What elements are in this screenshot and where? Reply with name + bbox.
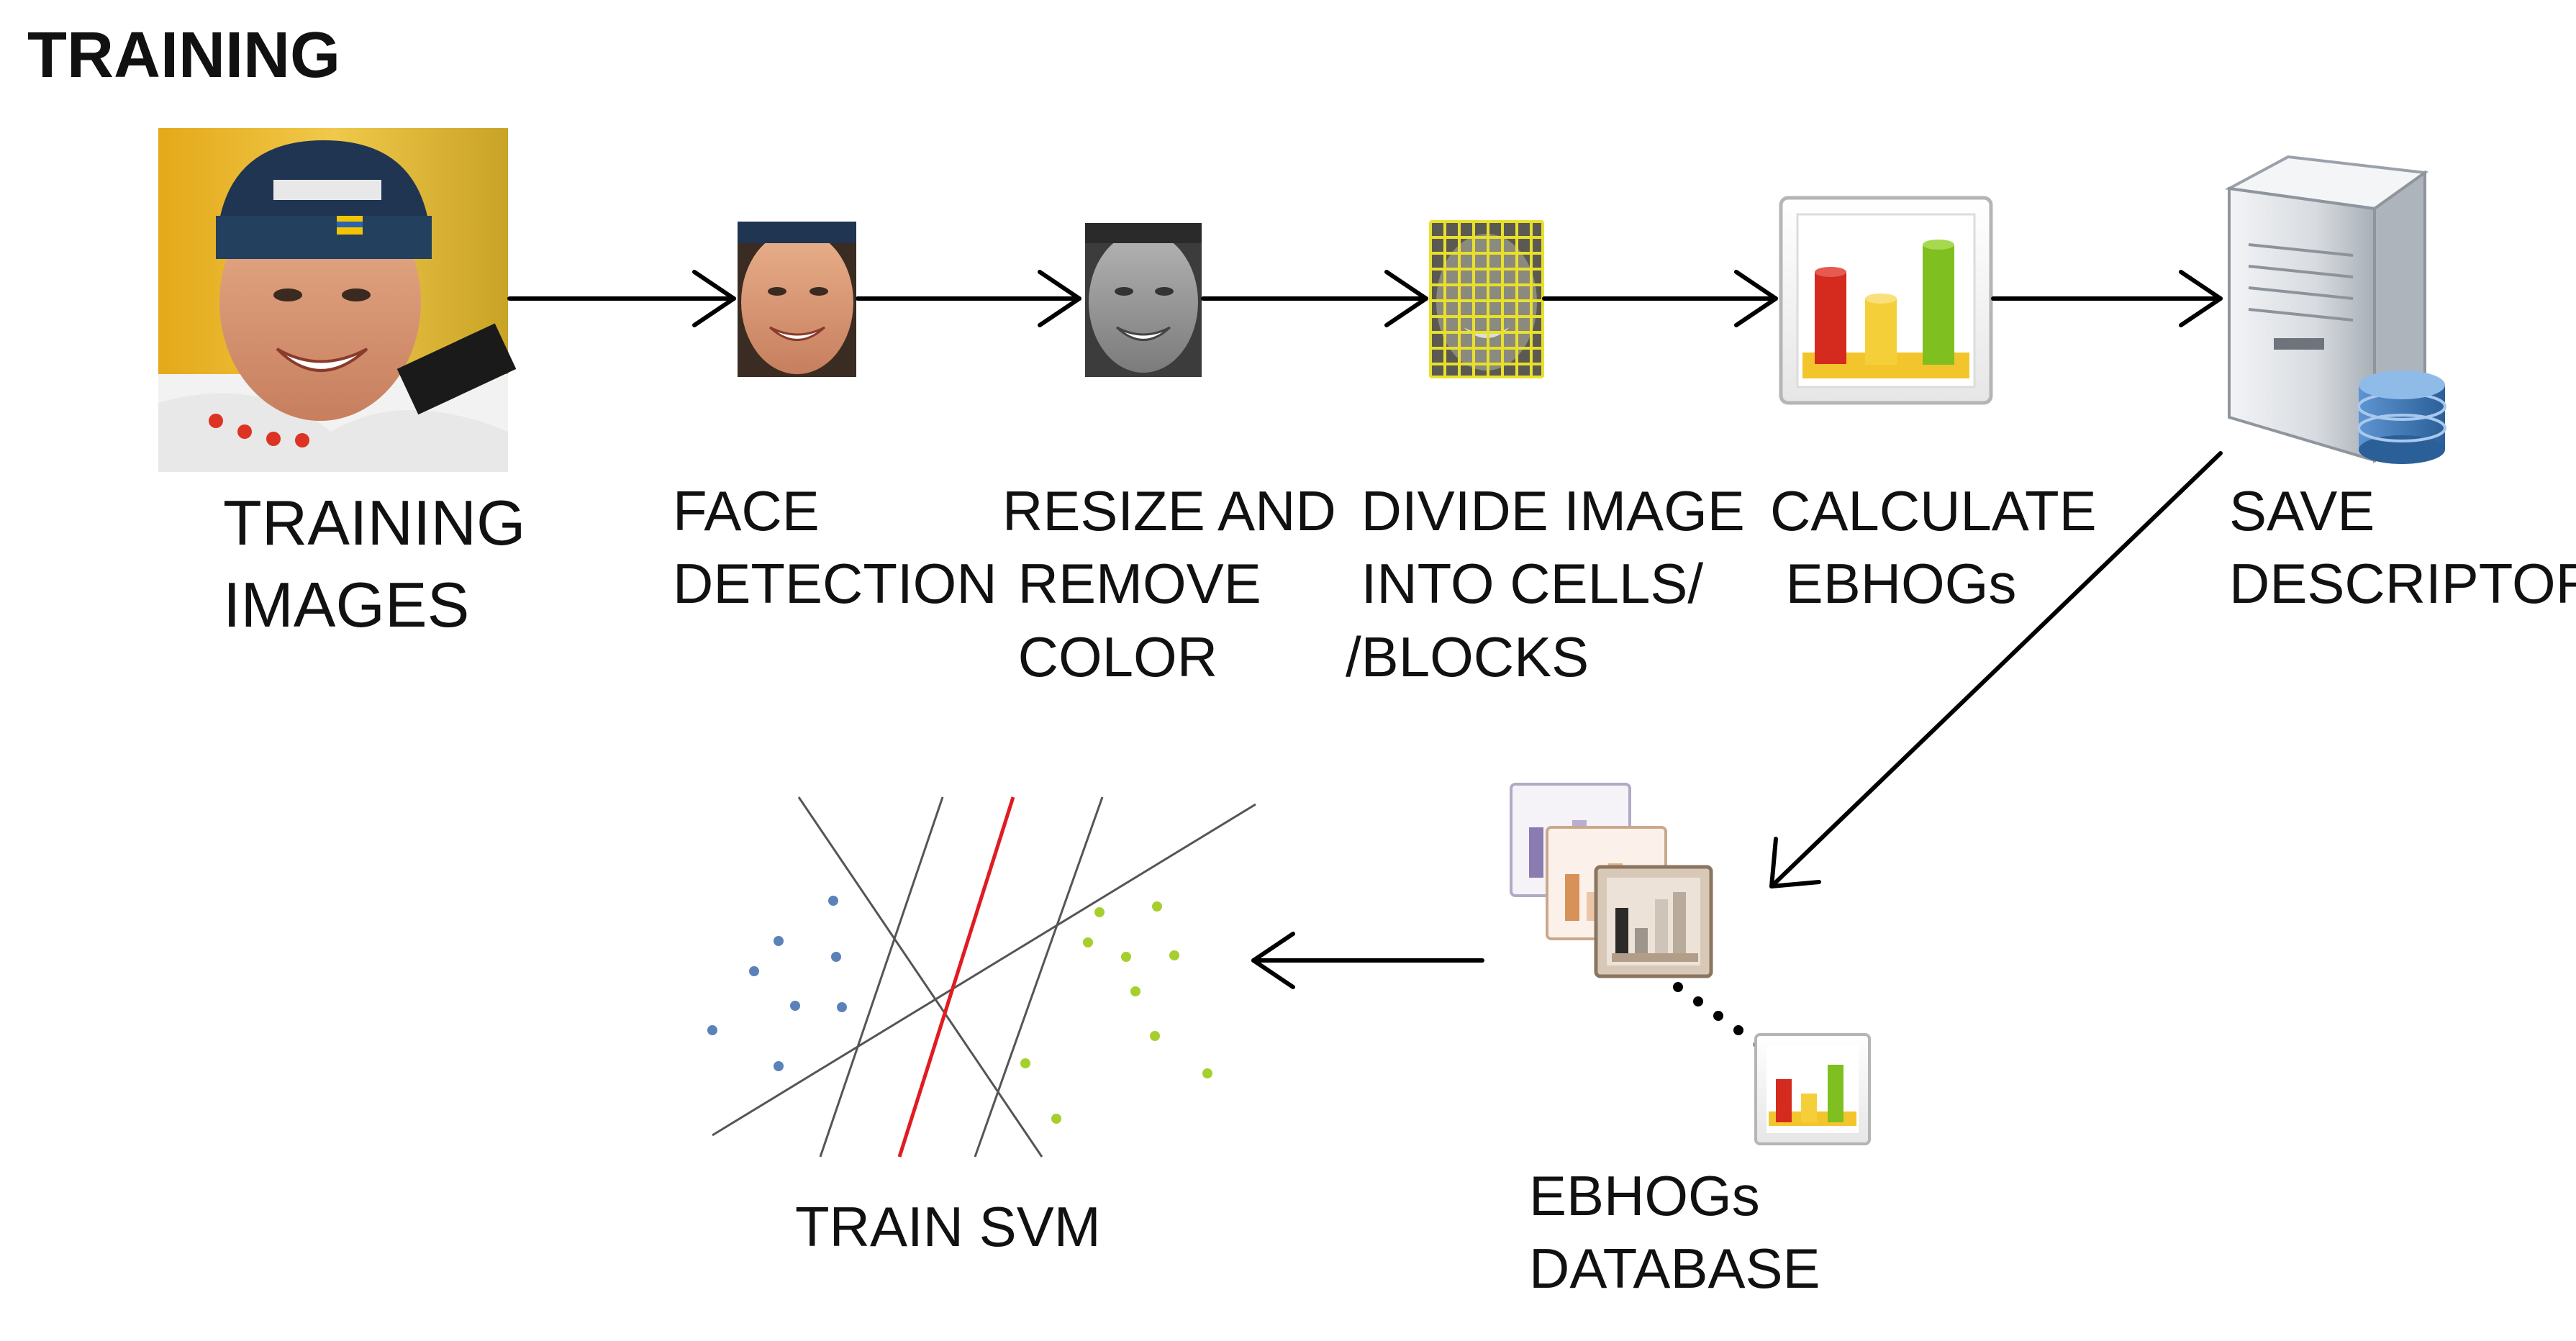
grayscale-face-icon	[1085, 223, 1202, 377]
arrow-grid-to-chart	[1542, 270, 1778, 327]
arrow-face-to-gray	[856, 270, 1081, 327]
divide-image-label: DIVIDE IMAGE INTO CELLS/ /BLOCKS	[1346, 479, 1745, 688]
face-detection-label: FACE DETECTION	[673, 479, 997, 616]
resize-remove-color-label: RESIZE AND REMOVE COLOR	[1002, 479, 1336, 688]
arrow-server-to-database	[1769, 451, 2223, 888]
diagram-title: TRAINING	[27, 19, 340, 91]
cropped-face-icon	[738, 222, 856, 377]
face-photo-icon	[158, 128, 517, 472]
svm-hyperplanes-icon	[707, 796, 1256, 1158]
train-svm-label: TRAIN SVM	[795, 1195, 1101, 1258]
arrow-chart-to-server	[1991, 270, 2223, 327]
calculate-ebhogs-label: CALCULATE EBHOGs	[1770, 479, 2097, 616]
arrow-database-to-svm	[1251, 932, 1484, 989]
bar-chart-icon	[1779, 196, 1993, 405]
arrow-image-to-face	[507, 270, 736, 327]
chart-stack-icon	[1510, 783, 1871, 1145]
training-images-label: TRAINING IMAGES	[223, 487, 526, 641]
save-descriptor-label: SAVE DESCRIPTOR	[2229, 479, 2576, 616]
cell-grid-face-icon	[1429, 220, 1544, 378]
ebhogs-database-label: EBHOGs DATABASE	[1529, 1164, 1820, 1301]
arrow-gray-to-grid	[1201, 270, 1428, 327]
database-icon	[2357, 371, 2446, 464]
